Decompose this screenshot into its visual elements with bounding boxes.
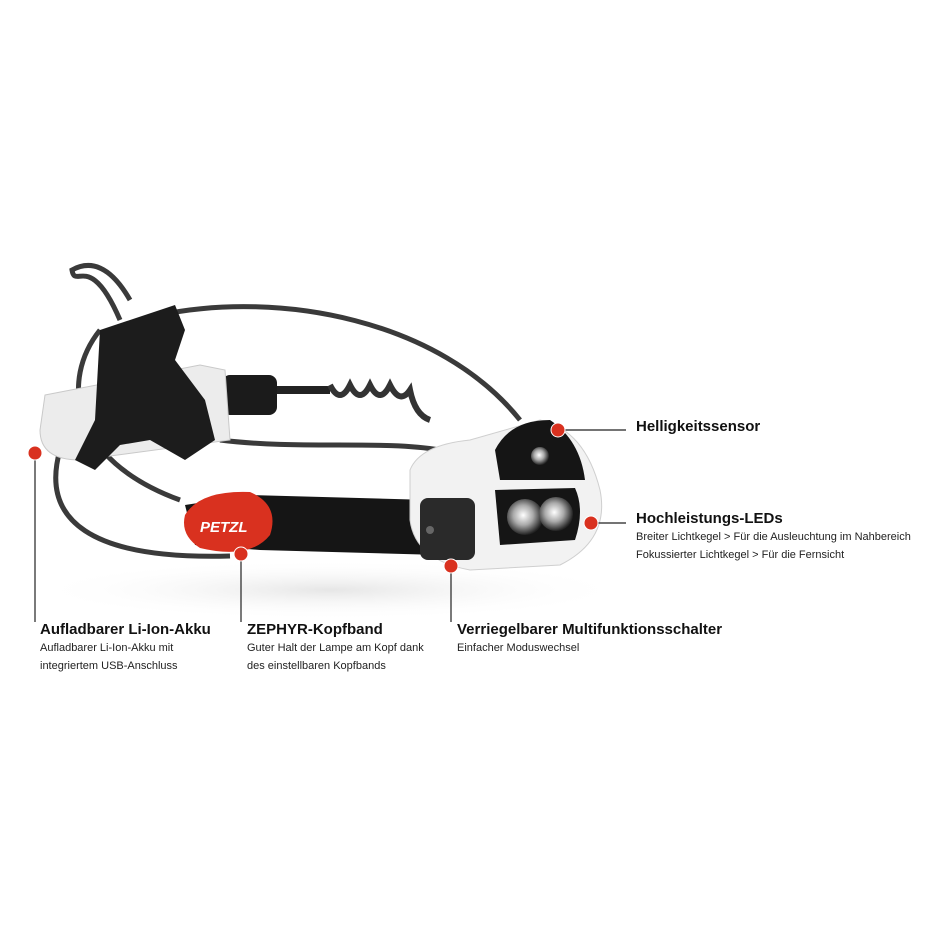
lamp-body bbox=[409, 419, 603, 571]
led-focus bbox=[539, 497, 573, 531]
callout-text: Aufladbarer Li-Ion-Akku mit bbox=[40, 642, 174, 654]
callout-switch: Verriegelbarer Multifunktionsschalter Ei… bbox=[457, 621, 722, 657]
sensor-marker bbox=[550, 422, 566, 438]
battery-pack bbox=[39, 305, 231, 470]
callout-text: Guter Halt der Lampe am Kopf dank bbox=[247, 642, 424, 654]
battery-marker bbox=[27, 445, 43, 461]
switch-marker bbox=[443, 558, 459, 574]
coiled-cable bbox=[222, 375, 432, 423]
callout-text: integriertem USB-Anschluss bbox=[40, 660, 178, 672]
callout-sensor: Helligkeitssensor bbox=[636, 418, 760, 436]
callout-title: Verriegelbarer Multifunktionsschalter bbox=[457, 621, 723, 638]
switch-knob bbox=[420, 498, 475, 560]
callout-battery: Aufladbarer Li-Ion-Akku Aufladbarer Li-I… bbox=[40, 621, 211, 675]
callout-leds: Hochleistungs-LEDs Breiter Lichtkegel > … bbox=[636, 510, 911, 564]
callout-text: Einfacher Moduswechsel bbox=[457, 642, 580, 654]
callout-text: Fokussierter Lichtkegel > Für die Fernsi… bbox=[636, 549, 845, 561]
callout-title: Helligkeitssensor bbox=[636, 418, 761, 435]
led-wide bbox=[507, 499, 543, 535]
drop-shadow bbox=[30, 560, 630, 620]
callout-title: ZEPHYR-Kopfband bbox=[247, 621, 383, 638]
leds-marker bbox=[583, 515, 599, 531]
brightness-sensor bbox=[531, 447, 549, 465]
callout-text: Breiter Lichtkegel > Für die Ausleuchtun… bbox=[636, 531, 911, 543]
headband-strap: PETZL bbox=[184, 491, 440, 555]
headband-marker bbox=[233, 546, 249, 562]
callout-title: Aufladbarer Li-Ion-Akku bbox=[40, 621, 211, 638]
petzl-logo: PETZL bbox=[200, 519, 248, 536]
callout-text: des einstellbaren Kopfbands bbox=[247, 660, 386, 672]
callout-headband: ZEPHYR-Kopfband Guter Halt der Lampe am … bbox=[247, 621, 424, 675]
callout-title: Hochleistungs-LEDs bbox=[636, 510, 783, 527]
